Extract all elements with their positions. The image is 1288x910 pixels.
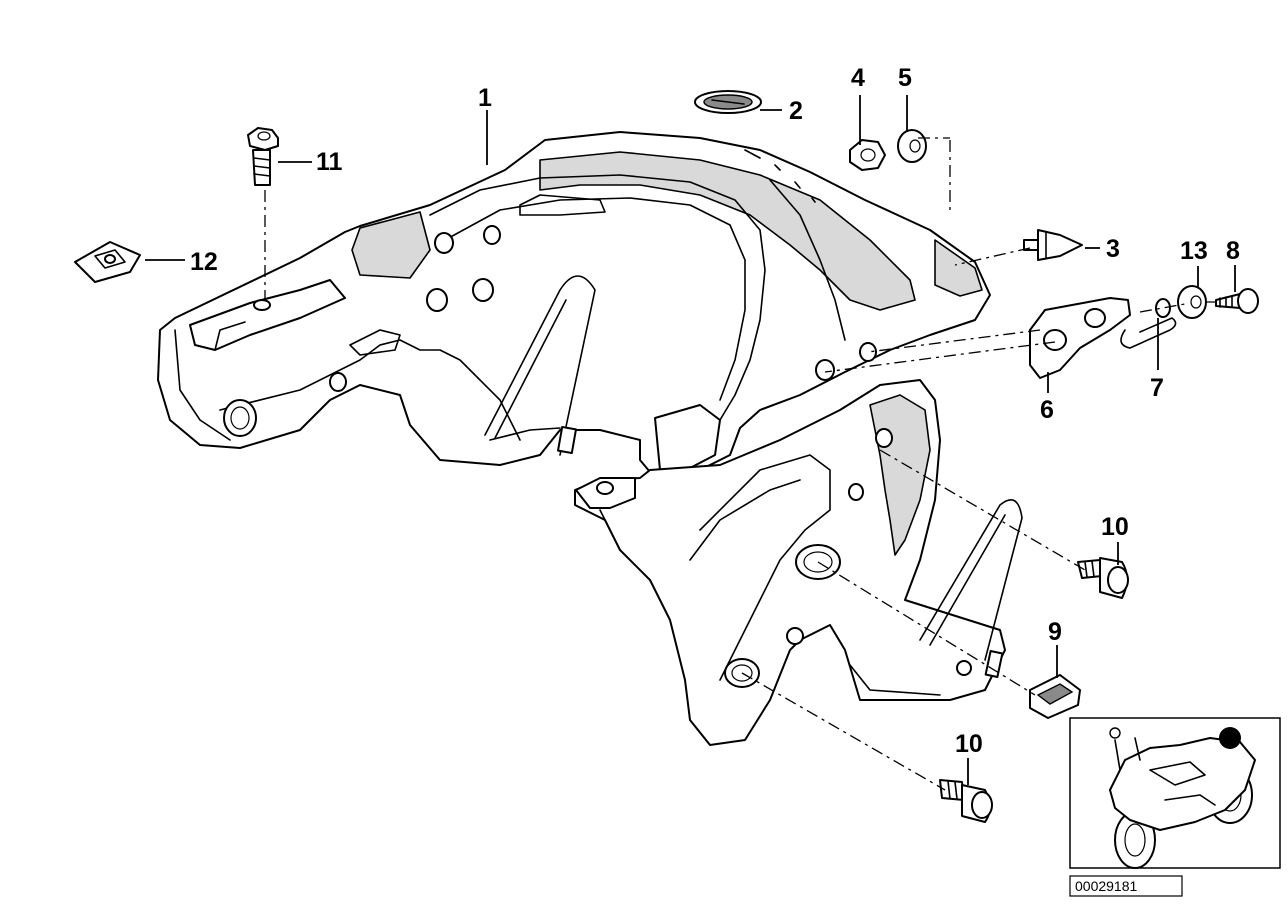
assembly-lines [264, 137, 1215, 791]
leader-lines [145, 95, 1236, 785]
part-6-bracket-plate [1029, 297, 1131, 379]
callout-6: 6 [1040, 396, 1054, 424]
callout-3: 3 [1106, 235, 1120, 263]
callout-1: 1 [478, 84, 492, 112]
part-9-grommet [1029, 674, 1081, 719]
motorcycle-silhouette [1109, 727, 1256, 869]
callout-12: 12 [190, 248, 218, 276]
reference-number: 00029181 [1075, 878, 1138, 894]
part-7-spring-clip [1120, 298, 1177, 349]
part-4-nut [849, 139, 886, 171]
part-12-clip-nut [74, 241, 141, 283]
part-1-frame-cover [157, 131, 991, 479]
location-marker [1219, 727, 1241, 749]
part-2-emblem [694, 90, 762, 114]
part-3-buffer [1023, 229, 1083, 261]
part-10-bolt-lower [939, 779, 993, 823]
callout-4: 4 [851, 64, 865, 92]
callout-7: 7 [1150, 374, 1164, 402]
callout-8: 8 [1226, 237, 1240, 265]
part-5-washer [897, 129, 927, 163]
part-8-screw [1215, 288, 1259, 314]
callout-2: 2 [789, 97, 803, 125]
callout-labels: 1 2 3 4 5 6 7 8 9 10 10 11 12 13 [190, 64, 1240, 758]
callout-10-lower: 10 [955, 730, 983, 758]
callout-10-upper: 10 [1101, 513, 1129, 541]
callout-13: 13 [1180, 237, 1208, 265]
callout-9: 9 [1048, 618, 1062, 646]
part-13-washer [1177, 285, 1207, 319]
part-11-bolt [247, 127, 279, 186]
location-thumbnail [1069, 717, 1281, 869]
reference-number-box: 00029181 [1069, 875, 1183, 897]
callout-5: 5 [898, 64, 912, 92]
part-10-bolt-upper [1077, 557, 1129, 599]
callout-11: 11 [316, 148, 343, 176]
